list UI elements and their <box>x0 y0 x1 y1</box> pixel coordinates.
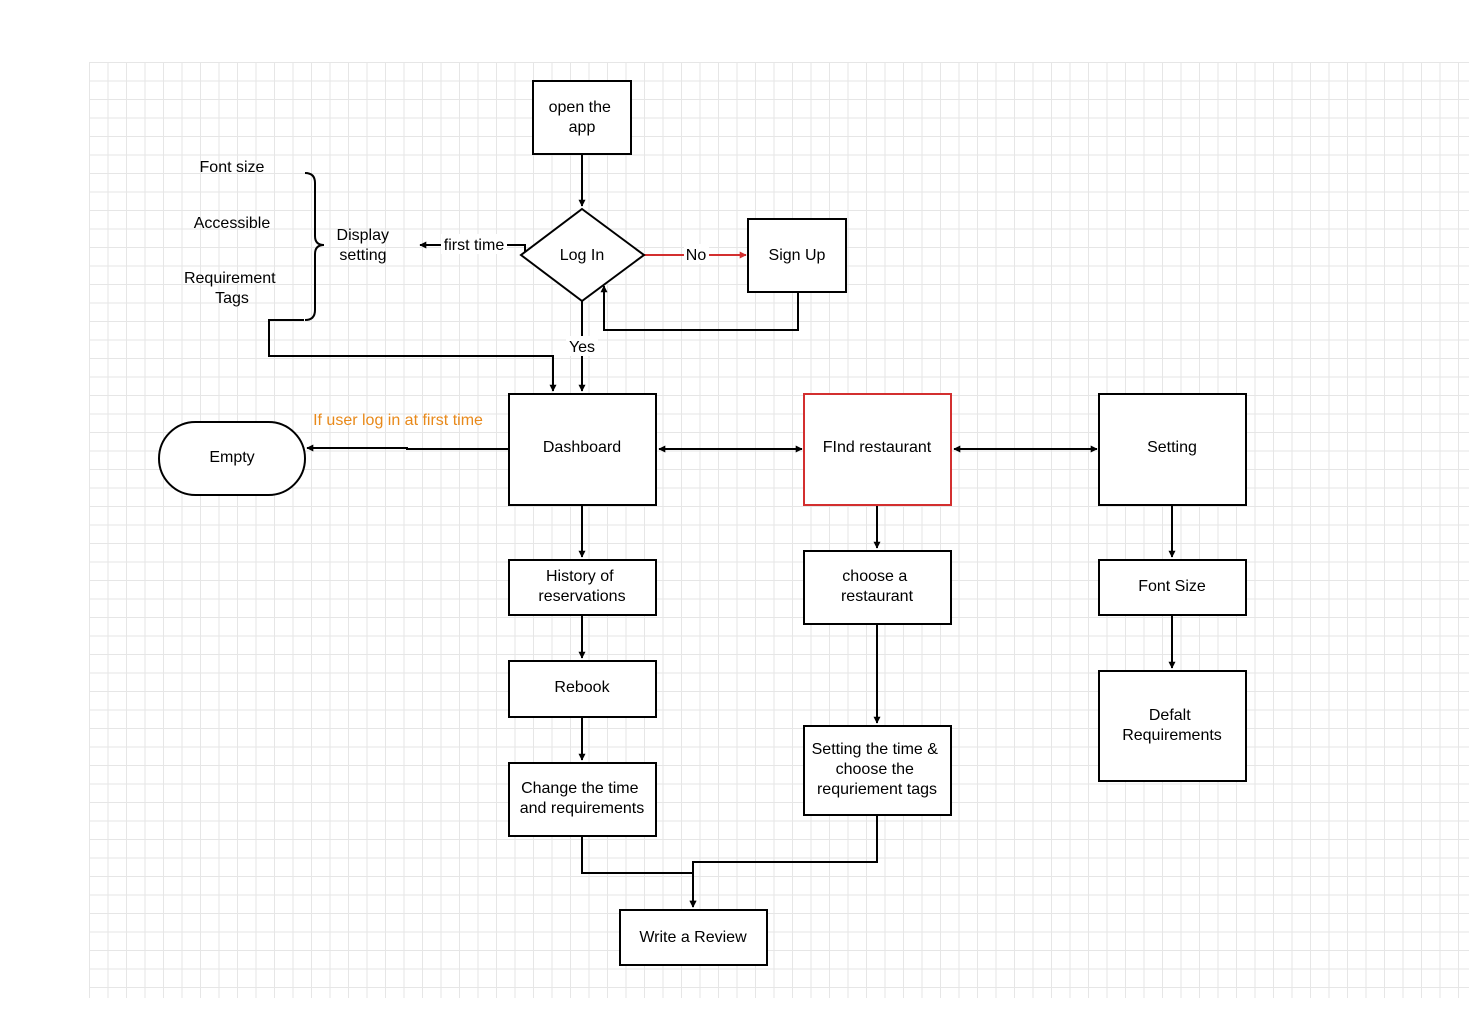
svg-text:No: No <box>686 247 707 264</box>
edge-settime-to-review <box>689 815 878 908</box>
edge-display-to-dashboard <box>268 319 557 392</box>
change-time-line2: and requirements <box>520 800 645 817</box>
svg-text:Defalt Requirements: Defalt Requirements <box>1122 707 1222 744</box>
node-login[interactable]: Log In <box>519 207 646 303</box>
option-requirement-tags: Requirement Tags <box>184 270 280 307</box>
edge-signup-to-login <box>600 285 799 331</box>
find-restaurant-label: FInd restaurant <box>823 439 932 456</box>
change-time-line1: Change the time <box>521 780 639 797</box>
edges <box>268 154 1176 908</box>
first-login-note: If user log in at first time <box>313 412 483 429</box>
node-write-review[interactable]: Write a Review <box>619 909 768 966</box>
svg-text:open the app: open the app <box>549 99 616 136</box>
default-req-line2: Requirements <box>1122 727 1222 744</box>
svg-text:Change the time and requ: Change the time and requirements <box>520 780 645 817</box>
display-options: Font size Accessible Requirement Tags <box>184 159 280 307</box>
edge-change-to-review <box>581 836 697 908</box>
edge-label-first-time: first time <box>441 234 507 254</box>
node-find-restaurant[interactable]: FInd restaurant <box>803 393 952 506</box>
history-line1: History of <box>546 568 614 585</box>
choose-restaurant-line1: choose a <box>842 568 907 585</box>
node-rebook[interactable]: Rebook <box>508 660 657 718</box>
option-accessible: Accessible <box>194 215 271 232</box>
setting-time-line3: requriement tags <box>817 781 937 798</box>
edge-dashboard-to-empty <box>306 444 509 452</box>
svg-text:Yes: Yes <box>569 339 595 356</box>
option-font-size: Font size <box>200 159 265 176</box>
display-setting-line2: setting <box>339 247 386 264</box>
node-setting[interactable]: Setting <box>1098 393 1247 506</box>
open-app-line1: open the <box>549 99 611 116</box>
write-review-label: Write a Review <box>639 929 747 946</box>
node-history[interactable]: History of reservations <box>508 559 657 616</box>
display-setting-text: Display setting <box>337 227 394 264</box>
node-change-time[interactable]: Change the time and requirements <box>508 762 657 837</box>
choose-restaurant-line2: restaurant <box>841 588 914 605</box>
display-setting-line1: Display <box>337 227 389 244</box>
edge-label-no: No <box>684 244 709 264</box>
svg-text:Setting the time & choos: Setting the time & choose the requriemen… <box>812 741 943 798</box>
curly-brace <box>304 172 325 321</box>
svg-text:first time: first time <box>444 237 505 254</box>
node-signup[interactable]: Sign Up <box>747 218 847 293</box>
node-open-app[interactable]: open the app <box>532 80 632 155</box>
rebook-label: Rebook <box>554 679 610 696</box>
font-size-box-label: Font Size <box>1138 578 1206 595</box>
setting-label: Setting <box>1147 439 1197 456</box>
node-choose-restaurant[interactable]: choose a restaurant <box>803 550 952 625</box>
node-setting-time[interactable]: Setting the time & choose the requriemen… <box>803 725 952 816</box>
node-empty[interactable]: Empty <box>158 421 306 496</box>
svg-text:Display setting: Display setting <box>337 227 394 264</box>
svg-text:choose a restaurant: choose a restaurant <box>841 568 914 605</box>
setting-time-line2: choose the <box>836 761 914 778</box>
login-label: Log In <box>560 247 604 264</box>
setting-time-line1: Setting the time & <box>812 741 939 758</box>
node-default-requirements[interactable]: Defalt Requirements <box>1098 670 1247 782</box>
history-line2: reservations <box>538 588 625 605</box>
signup-label: Sign Up <box>769 247 826 264</box>
node-dashboard[interactable]: Dashboard <box>508 393 657 506</box>
empty-label: Empty <box>209 449 254 466</box>
dashboard-label: Dashboard <box>543 439 621 456</box>
svg-text:History of reservations: History of reservations <box>538 568 625 605</box>
edge-label-yes: Yes <box>566 336 598 356</box>
default-req-line1: Defalt <box>1149 707 1191 724</box>
node-font-size[interactable]: Font Size <box>1098 559 1247 616</box>
open-app-line2: app <box>569 119 596 136</box>
